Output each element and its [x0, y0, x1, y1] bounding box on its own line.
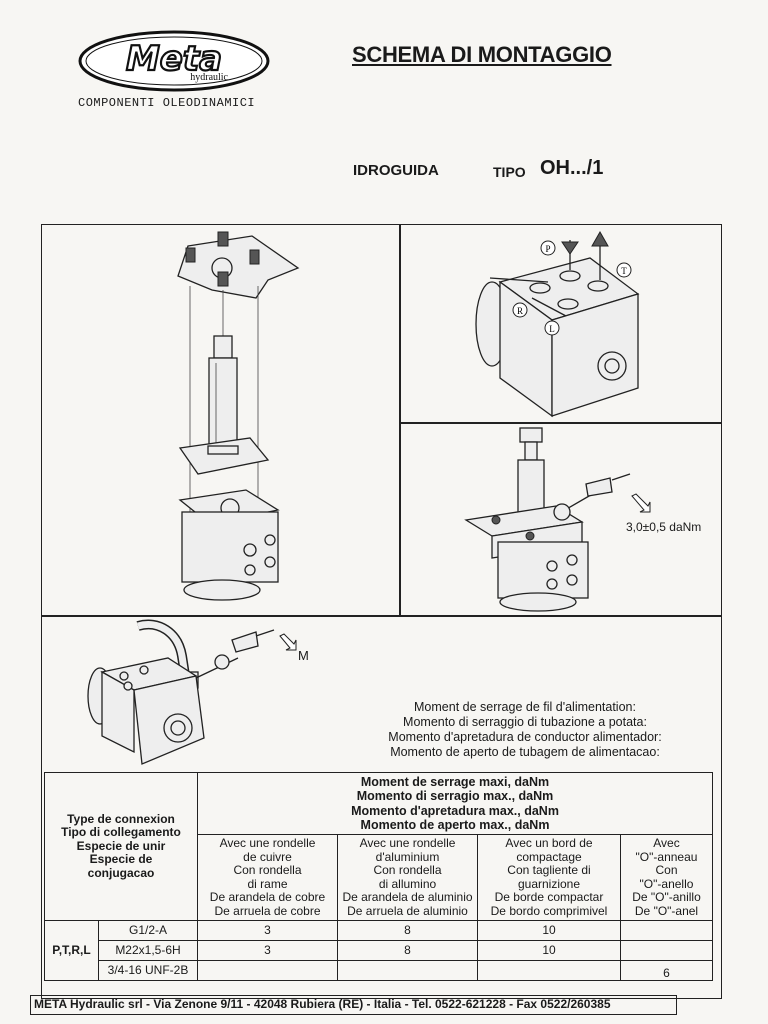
- table-row: M22x1,5-6H 3 8 10: [45, 940, 713, 961]
- port-group-label: P,T,R,L: [44, 920, 99, 981]
- divider-right: [399, 422, 722, 424]
- divider-vertical: [399, 224, 401, 616]
- value-cell: 10: [477, 940, 621, 961]
- value-cell: [337, 960, 478, 981]
- caption-line: Moment de serrage de fil d'alimentation:: [414, 700, 636, 714]
- port-r-label: R: [517, 306, 523, 316]
- value-cell: 10: [477, 920, 621, 941]
- mounted-column-illustration: [464, 427, 631, 612]
- port-t-label: T: [621, 266, 627, 276]
- hose-connection-illustration: [87, 619, 275, 765]
- table-row: P,T,R,L G1/2-A 3 8 10: [44, 920, 713, 981]
- caption-line: Momento d'apretadura de conductor alimen…: [388, 730, 662, 744]
- logo-text: Meta: [126, 39, 222, 79]
- value-cell: 3: [197, 920, 338, 941]
- port-p-label: P: [545, 244, 550, 254]
- drawing-frame: [41, 224, 722, 999]
- company-tagline: COMPONENTI OLEODINAMICI: [78, 96, 256, 110]
- thread-cell: M22x1,5-6H: [98, 940, 198, 961]
- value-cell: 6: [620, 960, 713, 981]
- page-title: SCHEMA DI MONTAGGIO: [352, 42, 612, 67]
- value-cell: 3: [197, 940, 338, 961]
- port-layout-illustration: P T R L: [475, 230, 640, 418]
- column-header-o-ring: Avec"O"-anneau Con"O"-anello De "O"-anil…: [620, 834, 713, 921]
- value-cell: 8: [337, 940, 478, 961]
- m-torque-label: M: [298, 648, 309, 663]
- table-row: 3/4-16 UNF-2B 6: [45, 960, 713, 981]
- product-name: IDROGUIDA: [353, 162, 439, 179]
- caption-line: Momento de aperto de tubagem de alimenta…: [390, 745, 660, 759]
- connection-type-header: Type de connexion Tipo di collegamento E…: [44, 772, 198, 921]
- tipo-value: OH.../1: [540, 157, 604, 179]
- thread-cell: 3/4-16 UNF-2B: [98, 960, 198, 981]
- value-cell: [197, 960, 338, 981]
- value-cell: 8: [337, 920, 478, 941]
- company-footer: META Hydraulic srl - Via Zenone 9/11 - 4…: [30, 995, 677, 1015]
- value-cell: [477, 960, 621, 981]
- exploded-assembly-illustration: [177, 231, 300, 601]
- logo-subtext: hydraulic: [190, 72, 228, 83]
- caption-line: Momento di serraggio di tubazione a pota…: [403, 715, 647, 729]
- value-cell: [620, 920, 713, 941]
- arrow-icon: [631, 493, 651, 513]
- supply-torque-caption: Moment de serrage de fil d'alimentation:…: [360, 700, 690, 760]
- tipo-label: TIPO: [493, 164, 526, 180]
- arrow-icon: [279, 633, 297, 651]
- port-l-label: L: [549, 324, 555, 334]
- torque-spec-small: 3,0±0,5 daNm: [626, 520, 702, 534]
- value-cell: [620, 940, 713, 961]
- thread-cell: G1/2-A: [98, 920, 198, 941]
- max-torque-header: Moment de serrage maxi, daNm Momento di …: [197, 772, 713, 835]
- divider-middle: [41, 615, 722, 617]
- torque-table: Type de connexion Tipo di collegamento E…: [44, 772, 713, 981]
- company-logo: Meta hydraulic: [78, 30, 270, 92]
